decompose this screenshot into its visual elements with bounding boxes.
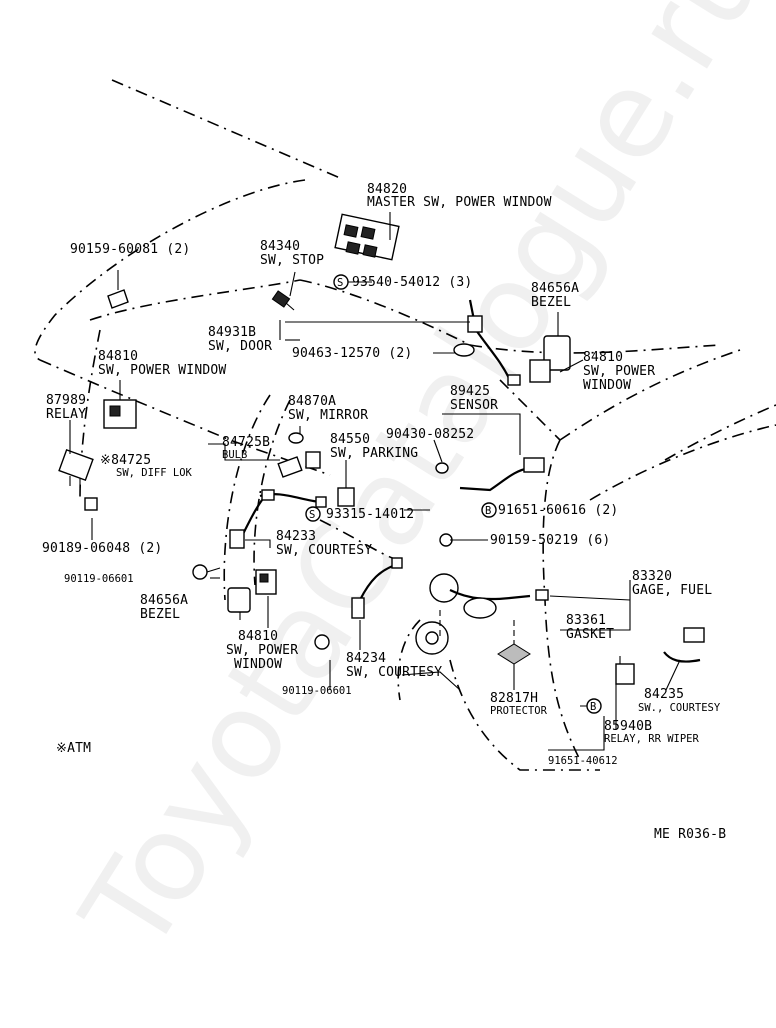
label-87989: 87989: [46, 393, 86, 408]
label-91651-40612: 91651-40612: [548, 755, 618, 767]
label-84550-desc: SW, PARKING: [330, 446, 418, 461]
part-bezel-bottom: [227, 587, 251, 613]
marker-s-93540: S: [333, 274, 349, 290]
label-84234-desc: SW, COURTESY: [346, 665, 442, 680]
label-84656a-bottom-desc: BEZEL: [140, 607, 180, 622]
label-84725-desc: SW, DIFF LOK: [116, 467, 193, 479]
label-84233-desc: SW, COURTESY: [276, 543, 372, 558]
label-82817h: 82817H: [490, 691, 538, 706]
label-84810-left: 84810: [98, 349, 138, 364]
part-clip-90189: [84, 497, 98, 511]
part-gasket: [415, 621, 449, 655]
marker-b-85940b: B: [586, 698, 602, 714]
label-84235: 84235: [644, 687, 684, 702]
part-bolt-90119b: [314, 634, 330, 650]
labels: 84820 MASTER SW, POWER WINDOW 90159-6008…: [42, 182, 726, 842]
label-84550: 84550: [330, 432, 370, 447]
part-door-switch: [453, 299, 521, 386]
label-84870a: 84870A: [288, 394, 336, 409]
part-sensor-89425: [435, 457, 545, 492]
label-90119-b: 90119-06601: [282, 685, 352, 697]
label-84234: 84234: [346, 651, 386, 666]
part-parking-switch: [337, 487, 355, 507]
label-90159-60081: 90159-60081 (2): [70, 242, 190, 257]
label-89425-desc: SENSOR: [450, 398, 498, 413]
label-84931b-desc: SW, DOOR: [208, 339, 272, 354]
label-84820: 84820: [367, 182, 407, 197]
part-courtesy-switch-84235: [663, 627, 705, 663]
vehicle-body-outline: [34, 79, 776, 771]
part-screw-90159a: [107, 270, 129, 309]
label-84820-desc: MASTER SW, POWER WINDOW: [367, 195, 552, 210]
label-83361: 83361: [566, 613, 606, 628]
label-90119-a: 90119-06601: [64, 573, 134, 585]
part-courtesy-switch-84234: [351, 557, 403, 619]
part-courtesy-switch-84233: [229, 499, 263, 549]
part-stop-switch: [271, 290, 295, 311]
label-84810-bottom-desc2: WINDOW: [234, 657, 282, 672]
label-90159-50219: 90159-50219 (6): [490, 533, 610, 548]
label-93315: 93315-14012: [326, 507, 414, 522]
part-power-window-sw-bottom: [255, 569, 277, 595]
label-84810-bottom-desc1: SW, POWER: [226, 643, 298, 658]
part-relay-85940b: [615, 656, 635, 685]
svg-text:B: B: [485, 505, 491, 517]
label-84810-bottom: 84810: [238, 629, 278, 644]
svg-text:S: S: [309, 509, 315, 521]
label-83320-desc: GAGE, FUEL: [632, 583, 712, 598]
svg-text:S: S: [337, 277, 343, 289]
part-power-window-sw-left: [103, 399, 137, 429]
label-84725b: 84725B: [222, 435, 270, 450]
label-84235-desc: SW., COURTESY: [638, 702, 721, 714]
label-84656a-top: 84656A: [531, 281, 579, 296]
part-bolt-90119a: [192, 564, 221, 580]
label-83361-desc: GASKET: [566, 627, 614, 642]
leader-lines: [69, 212, 681, 751]
label-90430: 90430-08252: [386, 427, 474, 442]
label-89425: 89425: [450, 384, 490, 399]
part-power-window-sw-right: [529, 359, 551, 383]
label-90463: 90463-12570 (2): [292, 346, 412, 361]
label-84233: 84233: [276, 529, 316, 544]
marker-b-91651a: B: [481, 502, 497, 518]
marker-s-93315: S: [305, 506, 321, 522]
part-relay-87989: [58, 448, 94, 488]
part-fuel-gage: [429, 533, 549, 619]
label-84340-desc: SW, STOP: [260, 253, 324, 268]
label-84931b: 84931B: [208, 325, 256, 340]
label-84725: ※84725: [100, 453, 151, 468]
label-84810-right-desc2: WINDOW: [583, 378, 631, 393]
label-93540: 93540-54012 (3): [352, 275, 472, 290]
label-85940b-desc: RELAY, RR WIPER: [604, 733, 700, 745]
label-84810-right-desc1: SW, POWER: [583, 364, 655, 379]
label-90189: 90189-06048 (2): [42, 541, 162, 556]
part-bulb-84725b: [259, 432, 327, 508]
part-master-sw-power-window: [334, 213, 400, 261]
label-84870a-desc: SW, MIRROR: [288, 408, 368, 423]
label-84656a-bottom: 84656A: [140, 593, 188, 608]
label-84810-right: 84810: [583, 350, 623, 365]
label-82817h-desc: PROTECTOR: [490, 705, 548, 717]
label-85940b: 85940B: [604, 719, 652, 734]
label-84810-left-desc: SW, POWER WINDOW: [98, 363, 226, 378]
label-87989-desc: RELAY: [46, 407, 86, 422]
label-91651-60616: 91651-60616 (2): [498, 503, 618, 518]
label-84656a-top-desc: BEZEL: [531, 295, 571, 310]
part-mirror-switch: [277, 451, 321, 478]
part-protector: [497, 643, 531, 665]
label-84340: 84340: [260, 239, 300, 254]
atm-note: ※ATM: [56, 741, 91, 756]
label-84725b-desc: BULB: [222, 449, 247, 461]
label-83320: 83320: [632, 569, 672, 584]
drawing-code: ME R036-B: [654, 827, 726, 842]
svg-text:B: B: [590, 701, 596, 713]
